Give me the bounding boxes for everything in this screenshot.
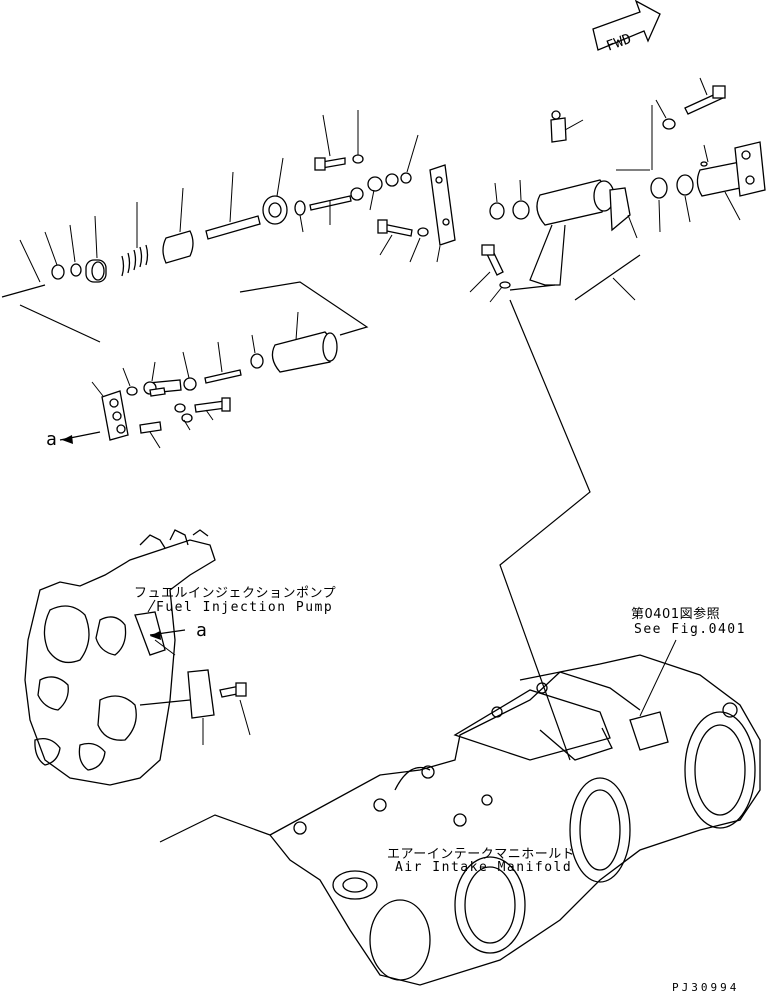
- link-line: [499, 299, 591, 761]
- callout-arrow-icon: [62, 435, 73, 444]
- fwd-arrow-icon: FWD: [592, 0, 661, 55]
- fuel-pump-label-en: Fuel Injection Pump: [156, 600, 334, 615]
- reference-label-en: See Fig.0401: [634, 622, 746, 637]
- reference-label-jp: 第0401図参照: [631, 607, 721, 622]
- callout-a-upper: a: [46, 429, 59, 450]
- fuel-pump-label-jp: フュエルインジェクションポンプ: [134, 586, 337, 601]
- fuel-injection-pump-drawing: [24, 529, 251, 786]
- drawing-code: PJ30994: [672, 981, 740, 994]
- manifold-label-en: Air Intake Manifold: [395, 860, 573, 875]
- manifold-label-jp: エアーインテークマニホールド: [387, 847, 576, 862]
- callout-arrow-icon: [150, 631, 161, 640]
- callout-a-pump: a: [196, 620, 209, 641]
- fwd-label: FWD: [604, 31, 633, 55]
- middle-exploded-assembly: [59, 281, 369, 449]
- air-intake-manifold-drawing: [159, 639, 761, 986]
- upper-exploded-assembly: [1, 77, 766, 343]
